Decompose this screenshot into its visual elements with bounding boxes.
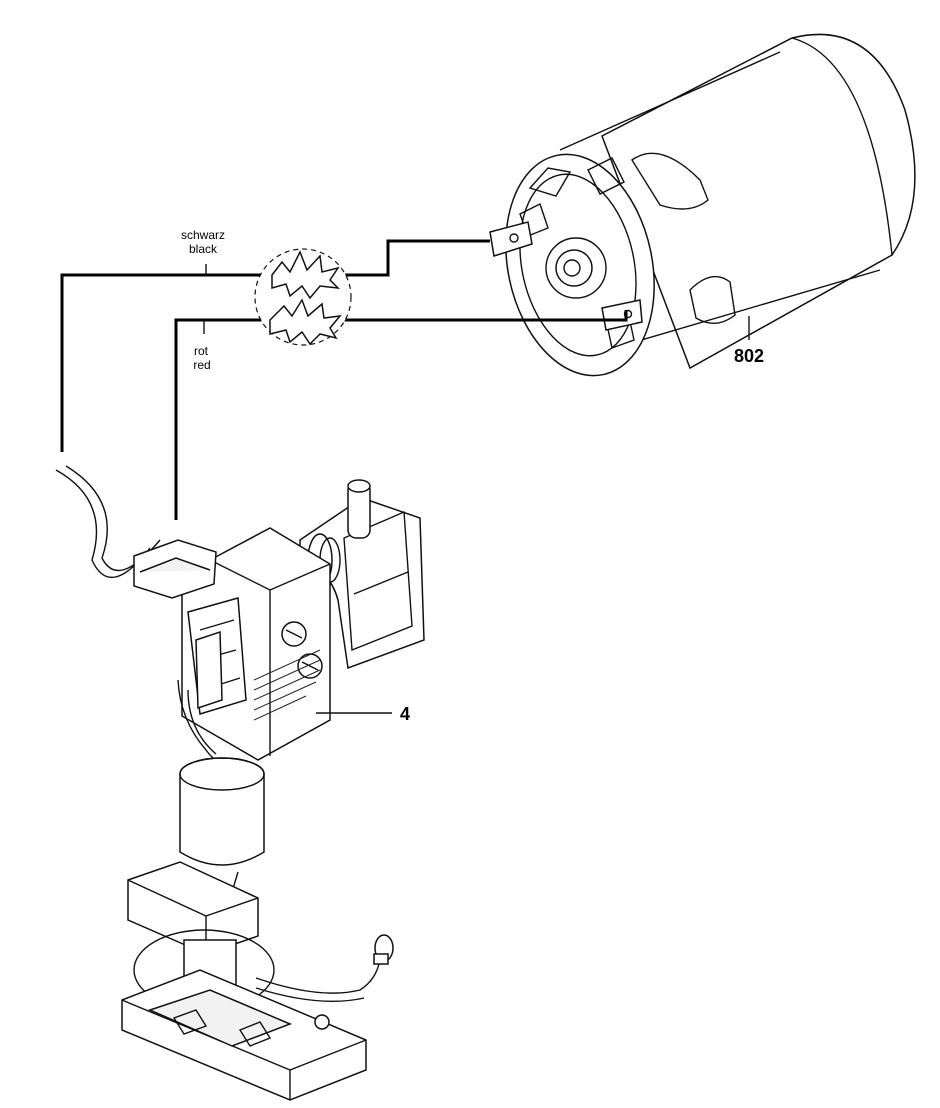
label-red-en: red [193, 358, 210, 372]
label-black-de: schwarz [181, 228, 225, 242]
callout-motor-label: 802 [734, 346, 764, 366]
label-red-de: rot [194, 344, 209, 358]
led-lamp-icon [373, 934, 394, 965]
black-wire [60, 273, 276, 452]
suppressor-icon [179, 757, 265, 893]
connection-starburst-icon [254, 248, 352, 346]
trigger-switch-icon [133, 479, 425, 764]
black-wire-motor [330, 239, 490, 277]
red-wire [174, 318, 276, 520]
callout-switch-label: 4 [400, 704, 410, 724]
dc-motor-icon [489, 33, 916, 377]
label-black-en: black [189, 242, 218, 256]
base-plate-icon [121, 861, 381, 1101]
red-wire-motor [330, 310, 628, 322]
